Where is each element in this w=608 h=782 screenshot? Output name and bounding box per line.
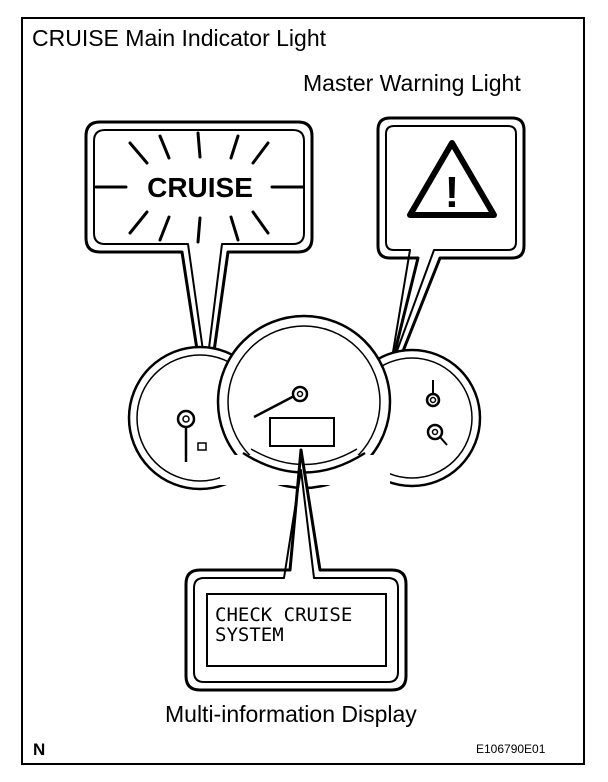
cruise-callout: CRUISE [84,120,314,410]
warning-exclamation-text: ! [445,168,460,217]
master-warning-callout: ! [376,116,526,406]
cruise-main-indicator-label: CRUISE Main Indicator Light [32,25,327,51]
figure-frame [21,17,585,765]
multi-info-display-screen [269,417,335,447]
corner-mark: N [33,740,46,759]
lcd-line-2: SYSTEM [215,624,284,646]
warning-triangle-icon: ! [407,140,497,218]
figure-code: E106790E01 [476,742,546,756]
multi-info-display-label: Multi-information Display [165,701,417,727]
cruise-indicator-lamp [197,442,207,451]
lcd-screen [206,593,387,667]
cruise-indicator-text: CRUISE [147,172,253,203]
master-warning-label: Master Warning Light [303,70,521,96]
cruise-glow-rays-icon [94,131,305,244]
center-gauge [216,314,392,490]
multi-info-callout: CHECK CRUISE SYSTEM [184,448,408,692]
lcd-line-1: CHECK CRUISE [215,604,352,626]
instrument-cluster [127,314,482,491]
